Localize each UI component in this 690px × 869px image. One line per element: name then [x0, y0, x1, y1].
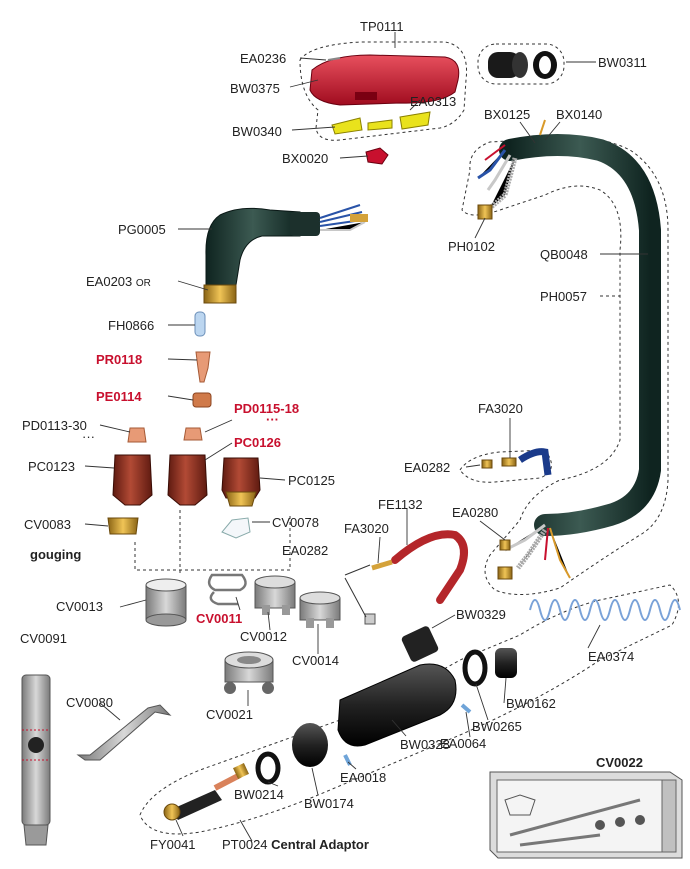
- reddots-pd0115: ···: [266, 412, 279, 427]
- label-pe0114: PE0114: [96, 389, 142, 404]
- label-bw0329: BW0329: [456, 607, 506, 622]
- label-gouging: gouging: [30, 547, 82, 562]
- label-cv0080: CV0080: [66, 695, 113, 710]
- diffuser-pe0114: [192, 392, 212, 408]
- spacer-cv0013: [145, 578, 187, 627]
- label-pd0115-18: PD0115-18: [234, 401, 300, 416]
- spring-ea0374: [529, 599, 681, 621]
- label-ea0313: EA0313: [410, 94, 457, 109]
- label-ea0282-top: EA0282: [404, 460, 451, 475]
- label-cv0011: CV0011: [196, 611, 243, 626]
- spacer-cv0014: [299, 591, 341, 628]
- kit-case-cv0022: [489, 771, 683, 859]
- torch-body-elbow: [203, 204, 368, 304]
- label-bx0020: BX0020: [282, 151, 329, 166]
- cable-wires-bottom: [497, 523, 571, 580]
- nozzle-pd0115: [183, 427, 203, 441]
- label-ea0018: EA0018: [340, 770, 387, 785]
- spacer-cv0021: [224, 651, 274, 694]
- torch-handle-group: [309, 54, 460, 106]
- label-pc0126: PC0126: [234, 435, 281, 450]
- label-pt0024-code: PT0024: [222, 837, 268, 852]
- nozzle-pd0113: [127, 427, 147, 443]
- label-ea0374: EA0374: [588, 649, 635, 664]
- label-ea0064: EA0064: [440, 736, 487, 751]
- spacer-cv0011: [207, 573, 247, 606]
- trigger-parts: [331, 111, 431, 135]
- label-bw0311: BW0311: [598, 55, 647, 70]
- connector-fa3020-ea0282: [481, 448, 552, 476]
- leader-lines: [84, 32, 648, 842]
- label-ea0236: EA0236: [240, 51, 287, 66]
- label-pc0125: PC0125: [288, 473, 335, 488]
- label-bx0125: BX0125: [484, 107, 531, 122]
- hose-qb0048: [499, 134, 661, 536]
- label-bw0340: BW0340: [232, 124, 282, 139]
- label-cv0012: CV0012: [240, 629, 287, 644]
- label-ea0282-mid: EA0282: [282, 543, 329, 558]
- label-pr0118: PR0118: [96, 352, 143, 367]
- label-cv0014: CV0014: [292, 653, 339, 668]
- label-pt0024: PT0024 Central Adaptor: [222, 838, 369, 851]
- dots-pd0113: ···: [82, 429, 95, 444]
- label-cv0083: CV0083: [24, 517, 71, 532]
- label-fa3020-mid: FA3020: [344, 521, 389, 536]
- label-bw0265: BW0265: [472, 719, 522, 734]
- label-cv0021: CV0021: [206, 707, 253, 722]
- cable-wires-top: [477, 119, 546, 220]
- label-cv0013: CV0013: [56, 599, 103, 614]
- adaptor-parts: [163, 626, 517, 821]
- spacer-cv0078: [221, 517, 251, 539]
- label-pg0005: PG0005: [118, 222, 166, 237]
- label-ea0280: EA0280: [452, 505, 499, 520]
- gouging-cap-cv0083: [107, 517, 139, 535]
- label-fy0041: FY0041: [150, 837, 196, 852]
- label-fh0866: FH0866: [108, 318, 155, 333]
- label-pd0113-30: PD0113-30: [22, 418, 87, 433]
- seal-rings: [488, 51, 557, 79]
- tool-cv0091: [21, 674, 51, 846]
- tool-cv0080: [76, 704, 172, 761]
- label-bw0162: BW0162: [506, 696, 556, 711]
- assembly-guide-lines: [134, 510, 291, 575]
- label-ph0102: PH0102: [448, 239, 495, 254]
- shield-cups: [112, 454, 261, 507]
- label-fa3020-top: FA3020: [478, 401, 523, 416]
- label-pc0123: PC0123: [28, 459, 75, 474]
- label-cv0078: CV0078: [272, 515, 319, 530]
- spacer-cv0012: [254, 575, 296, 615]
- label-fe1132: FE1132: [378, 497, 423, 512]
- label-bx0140: BX0140: [556, 107, 603, 122]
- label-bw0174: BW0174: [304, 796, 354, 811]
- electrode-pr0118: [195, 351, 211, 383]
- label-bw0375: BW0375: [230, 81, 280, 96]
- label-cv0022: CV0022: [596, 755, 643, 770]
- pilot-hose-fe1132: [344, 530, 468, 625]
- label-bw0328: BW0328: [400, 737, 450, 752]
- red-lock-part: [365, 147, 389, 165]
- label-ph0057: PH0057: [540, 289, 587, 304]
- label-central-adaptor: Central Adaptor: [271, 837, 369, 852]
- label-tp0111: TP0111: [360, 19, 404, 34]
- label-cv0091: CV0091: [20, 631, 67, 646]
- label-bw0214: BW0214: [234, 787, 284, 802]
- label-ea0203-suffix: OR: [135, 278, 151, 289]
- label-ea0203: EA0203 OR: [86, 275, 151, 289]
- swirl-ring-fh0866: [194, 311, 206, 337]
- label-ea0203-code: EA0203: [86, 274, 133, 289]
- label-qb0048: QB0048: [540, 247, 588, 262]
